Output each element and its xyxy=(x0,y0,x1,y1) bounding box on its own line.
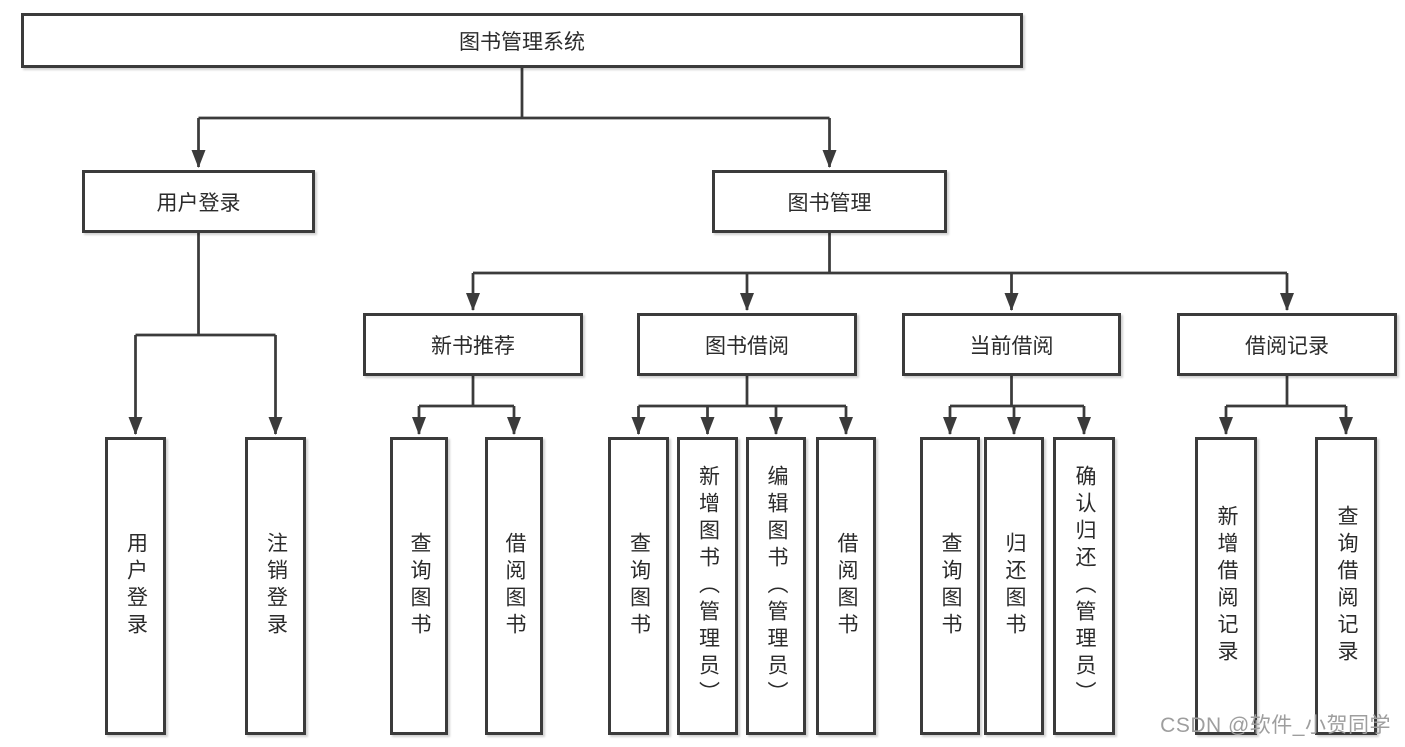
leaf-query-books-current: 查询图书 xyxy=(920,437,980,735)
leaf-borrow-books-newbooks: 借阅图书 xyxy=(485,437,543,735)
node-library-management-system: 图书管理系统 xyxy=(21,13,1023,68)
node-label: 新书推荐 xyxy=(431,334,515,358)
leaf-label: 确认归还（管理员） xyxy=(1073,464,1097,708)
leaf-label: 注销登录 xyxy=(264,532,288,640)
leaf-label: 查询借阅记录 xyxy=(1335,505,1359,667)
leaf-label: 新增借阅记录 xyxy=(1215,505,1239,667)
node-user-login: 用户登录 xyxy=(82,170,315,233)
leaf-return-books: 归还图书 xyxy=(984,437,1044,735)
leaf-label: 借阅图书 xyxy=(835,532,859,640)
node-label: 用户登录 xyxy=(156,191,241,215)
node-current-borrowing: 当前借阅 xyxy=(902,313,1121,376)
leaf-label: 编辑图书（管理员） xyxy=(765,464,789,708)
leaf-edit-books-admin: 编辑图书（管理员） xyxy=(746,437,806,735)
node-label: 图书管理系统 xyxy=(459,30,585,54)
leaf-label: 查询图书 xyxy=(939,532,963,640)
leaf-label: 归还图书 xyxy=(1003,532,1027,640)
node-book-management: 图书管理 xyxy=(712,170,947,233)
node-label: 图书管理 xyxy=(787,191,872,215)
leaf-query-books-borrowing: 查询图书 xyxy=(608,437,669,735)
node-label: 当前借阅 xyxy=(969,334,1054,358)
csdn-watermark: CSDN @软件_小贺同学 xyxy=(1160,714,1391,737)
node-new-book-recommendation: 新书推荐 xyxy=(363,313,583,376)
node-borrowing-records: 借阅记录 xyxy=(1177,313,1397,376)
leaf-label: 新增图书（管理员） xyxy=(696,464,720,708)
leaf-label: 查询图书 xyxy=(627,532,651,640)
leaf-add-books-admin: 新增图书（管理员） xyxy=(677,437,738,735)
node-label: 图书借阅 xyxy=(705,334,789,358)
node-book-borrowing: 图书借阅 xyxy=(637,313,857,376)
leaf-borrow-books-borrowing: 借阅图书 xyxy=(816,437,876,735)
node-label: 借阅记录 xyxy=(1245,334,1329,358)
leaf-label: 借阅图书 xyxy=(503,532,527,640)
leaf-logout: 注销登录 xyxy=(245,437,306,735)
leaf-confirm-return-admin: 确认归还（管理员） xyxy=(1053,437,1115,735)
leaf-user-login: 用户登录 xyxy=(105,437,166,735)
leaf-add-borrow-record: 新增借阅记录 xyxy=(1195,437,1257,735)
leaf-query-borrow-record: 查询借阅记录 xyxy=(1315,437,1377,735)
leaf-label: 查询图书 xyxy=(408,532,432,640)
leaf-label: 用户登录 xyxy=(124,532,148,640)
leaf-query-books-newbooks: 查询图书 xyxy=(390,437,448,735)
